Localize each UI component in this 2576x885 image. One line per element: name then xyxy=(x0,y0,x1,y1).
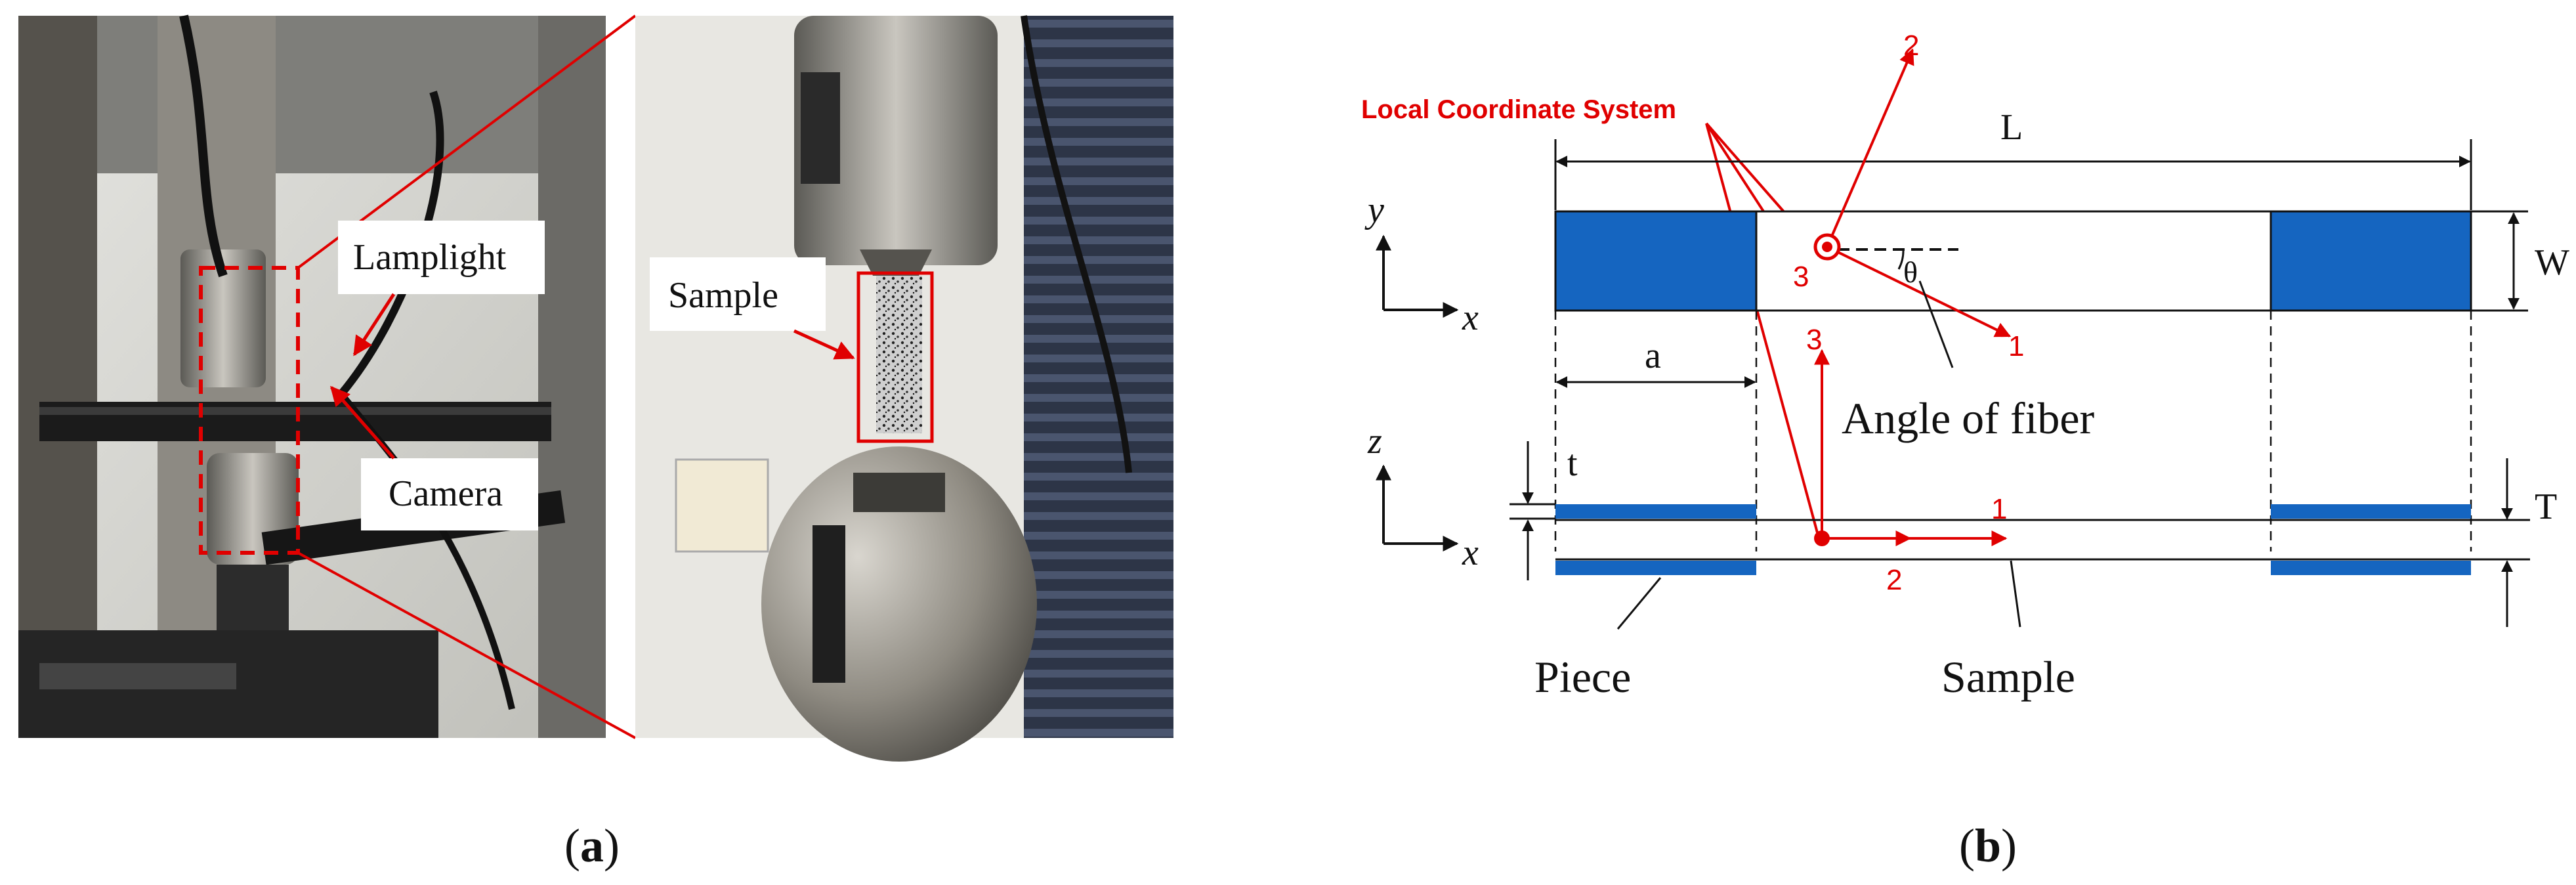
photo-test-rig xyxy=(18,14,606,738)
axis-y-label: y xyxy=(1364,190,1384,230)
axis-x-label-top: x xyxy=(1462,297,1479,338)
dimension-W-label: W xyxy=(2535,242,2569,283)
dimension-L-label: L xyxy=(2000,107,2023,148)
zoom-line-bottom xyxy=(297,551,636,739)
local-axis-1-top: 1 xyxy=(2008,330,2024,362)
panel-label-a: (a) xyxy=(564,819,620,872)
title-leader-3 xyxy=(1705,123,1819,536)
photo-sample-grips xyxy=(635,15,1173,762)
local-coordinate-system-title: Local Coordinate System xyxy=(1361,95,1676,124)
callout-lamplight: Lamplight xyxy=(338,221,545,356)
callout-sample: Sample xyxy=(650,257,855,360)
global-axes-top: y x xyxy=(1364,190,1479,338)
sample-diagram-label: Sample xyxy=(1941,652,2075,702)
dimension-T: T xyxy=(2471,458,2557,627)
specimen-side-view xyxy=(1555,504,2471,575)
dimension-a-label: a xyxy=(1645,335,1661,376)
tab-right-lower-side xyxy=(2271,561,2471,575)
lamplight-label: Lamplight xyxy=(353,237,507,278)
angle-of-fiber-label: Angle of fiber xyxy=(1842,393,2095,443)
region-of-interest-frame xyxy=(199,266,300,555)
global-axes-bottom: z x xyxy=(1367,421,1479,573)
local-axis-2-side: 2 xyxy=(1886,564,1902,596)
angle-of-fiber-leader xyxy=(1918,280,1954,368)
panel-label-b: (b) xyxy=(1959,819,2017,872)
local-axes-side-view: 3 1 2 xyxy=(1806,324,2007,596)
sample-leader xyxy=(2010,560,2021,628)
local-axis-2-top: 2 xyxy=(1903,30,1919,62)
sample-highlight-box xyxy=(856,271,934,443)
axis-z-label: z xyxy=(1367,421,1382,462)
callout-camera: Camera xyxy=(330,385,538,530)
tab-left-upper-side xyxy=(1555,504,1756,519)
tab-left-top-view xyxy=(1554,210,1758,312)
projection-lines xyxy=(1554,311,2472,551)
theta-label: θ xyxy=(1903,255,1918,289)
local-axes-top-view: 2 1 3 θ xyxy=(1793,30,2024,362)
sample-photo-label: Sample xyxy=(668,275,778,316)
dimension-W: W xyxy=(2471,210,2569,312)
dimension-a: a xyxy=(1555,335,1756,388)
local-axis-1-side: 1 xyxy=(1991,493,2007,525)
dimension-t: t xyxy=(1510,441,1578,580)
piece-label: Piece xyxy=(1534,652,1631,702)
local-axis-3-side: 3 xyxy=(1806,324,1822,356)
tab-right-upper-side xyxy=(2271,504,2471,519)
dimension-L: L xyxy=(1554,107,2472,210)
axis-x-label-bottom: x xyxy=(1462,532,1479,573)
dimension-t-label: t xyxy=(1567,443,1578,484)
tab-right-top-view xyxy=(2270,210,2472,312)
piece-leader xyxy=(1616,577,1662,630)
local-axis-3-top: 3 xyxy=(1793,261,1809,293)
camera-label: Camera xyxy=(389,473,503,514)
tab-left-lower-side xyxy=(1555,561,1756,575)
dimension-T-label: T xyxy=(2535,486,2557,527)
